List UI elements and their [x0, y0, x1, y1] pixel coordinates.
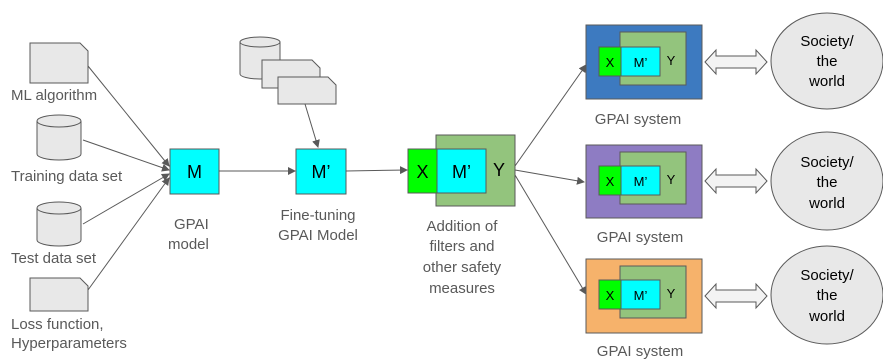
world-2-line3: world: [808, 195, 845, 212]
arrow-ml-to-model: [87, 65, 170, 167]
system-3-x-label: X: [606, 288, 615, 303]
filters-y-label: Y: [493, 160, 505, 180]
system-3-caption: GPAI system: [597, 343, 683, 360]
loss-function-document-icon: [29, 277, 89, 312]
filters-caption-line1: Addition of: [427, 218, 499, 235]
gpai-model-box-label: M: [187, 162, 202, 182]
world-ellipse-3: [770, 245, 883, 345]
arrow-finetuned-to-filters: [345, 166, 408, 175]
system-1-m-box: [620, 46, 661, 77]
filters-x-box: [407, 148, 438, 194]
arrow-loss-to-model: [87, 177, 170, 291]
double-arrow-2: [704, 167, 768, 195]
world-2-line1: Society/: [800, 154, 854, 171]
hyperparameters-label: Hyperparameters: [11, 335, 127, 352]
filters-m-box: [436, 148, 487, 194]
world-ellipse-2: [770, 131, 883, 231]
system-2-m-box: [620, 165, 661, 196]
world-ellipse-1: [770, 12, 883, 110]
gpai-model-caption-line1: GPAI: [174, 216, 209, 233]
world-3-line2: the: [817, 287, 838, 304]
training-data-cylinder-icon: [36, 114, 82, 161]
system-2-x-label: X: [606, 174, 615, 189]
double-arrow-3: [704, 282, 768, 310]
arrow-filters-to-system-1: [514, 64, 587, 167]
system-1-caption: GPAI system: [595, 111, 681, 128]
test-data-cylinder-icon: [36, 201, 82, 247]
fine-tuned-model-box-label: M’: [312, 162, 331, 182]
filters-m-label: M’: [452, 162, 471, 182]
system-2-m-label: M’: [634, 174, 648, 189]
test-data-label: Test data set: [11, 250, 97, 267]
loss-function-label: Loss function,: [11, 316, 104, 333]
world-1-line3: world: [808, 73, 845, 90]
system-1-m-label: M’: [634, 55, 648, 70]
system-3-y-label: Y: [667, 286, 676, 301]
fine-tuning-caption-line1: Fine-tuning: [280, 207, 355, 224]
world-1-line1: Society/: [800, 33, 854, 50]
arrow-test-to-model: [82, 173, 170, 225]
system-1-x-label: X: [606, 55, 615, 70]
arrow-filters-to-system-3: [514, 174, 587, 295]
ml-algorithm-document-icon: [29, 42, 89, 84]
system-1-y-label: Y: [667, 53, 676, 68]
arrow-filters-to-system-2: [514, 169, 585, 185]
fine-tuning-caption-line2: GPAI Model: [278, 227, 358, 244]
fine-tuning-document-icon-2: [277, 76, 337, 105]
filters-caption-line2: filters and: [429, 238, 494, 255]
world-2-line2: the: [817, 174, 838, 191]
filters-caption-line4: measures: [429, 280, 495, 297]
arrow-data-to-finetuned: [304, 103, 320, 148]
gpai-model-caption-line2: model: [168, 236, 209, 253]
arrow-training-to-model: [82, 139, 170, 172]
system-3-m-box: [620, 279, 661, 310]
filters-caption-line3: other safety: [423, 259, 502, 276]
double-arrow-1: [704, 48, 768, 76]
world-3-line1: Society/: [800, 267, 854, 284]
world-3-line3: world: [808, 308, 845, 325]
ml-algorithm-label: ML algorithm: [11, 87, 97, 104]
filters-x-label: X: [416, 162, 428, 182]
system-2-caption: GPAI system: [597, 229, 683, 246]
system-2-y-label: Y: [667, 172, 676, 187]
world-1-line2: the: [817, 53, 838, 70]
fine-tuned-model-box: [295, 148, 347, 195]
system-3-m-label: M’: [634, 288, 648, 303]
training-data-label: Training data set: [11, 168, 123, 185]
